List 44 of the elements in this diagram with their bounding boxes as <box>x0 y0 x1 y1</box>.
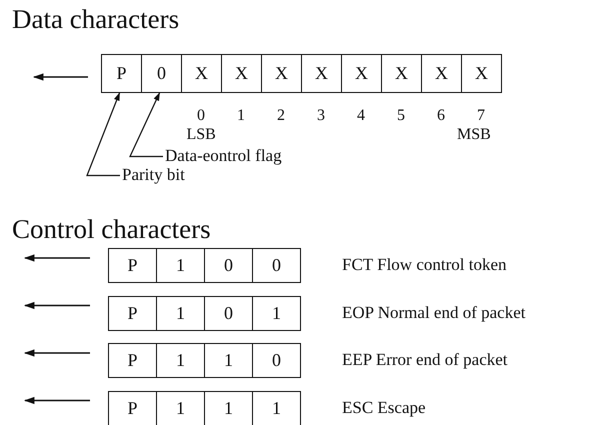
bit-cell: 1 <box>204 343 253 378</box>
bit-cell: 0 <box>141 54 182 93</box>
bit-cell: 0 <box>252 343 301 378</box>
annotation-text: Parity bit <box>122 166 185 183</box>
bit-number: 0 <box>197 108 205 124</box>
annotation-text: Data-eontrol flag <box>165 147 282 164</box>
bit-order-label: LSB <box>186 127 216 143</box>
bit-cell: 0 <box>252 248 301 283</box>
bit-cell: X <box>181 54 222 93</box>
bit-order-label: MSB <box>457 127 491 143</box>
character-description: EEP Error end of packet <box>342 351 508 368</box>
bit-cell: P <box>108 296 157 330</box>
bit-number: 2 <box>277 108 285 124</box>
bit-cell: P <box>101 54 142 93</box>
bit-cell: 0 <box>204 248 253 283</box>
bit-number: 6 <box>437 108 445 124</box>
bit-cell: X <box>381 54 422 93</box>
leader-line <box>86 92 120 176</box>
bit-cell: X <box>341 54 382 93</box>
bit-cell: 1 <box>156 248 205 283</box>
bit-number: 3 <box>317 108 325 124</box>
bit-cell: 1 <box>252 390 301 425</box>
bit-cell: X <box>221 54 262 93</box>
bit-cell: X <box>461 54 502 93</box>
bit-number: 7 <box>477 108 485 124</box>
character-description: FCT Flow control token <box>342 256 506 273</box>
bit-cell: P <box>108 248 157 283</box>
bit-cell: 1 <box>156 296 205 330</box>
bit-cell: X <box>421 54 462 93</box>
bit-number: 5 <box>397 108 405 124</box>
bit-cell: P <box>108 390 157 425</box>
bit-cell: X <box>261 54 302 93</box>
bit-cell: 1 <box>156 343 205 378</box>
bit-cell: 0 <box>204 296 253 330</box>
section-heading: Data characters <box>12 6 180 33</box>
bit-number: 1 <box>237 108 245 124</box>
bit-cell: P <box>108 343 157 378</box>
character-description: ESC Escape <box>342 398 426 416</box>
bit-number: 4 <box>357 108 365 124</box>
leader-line <box>129 92 163 158</box>
bit-cell: 1 <box>252 296 301 330</box>
character-description: EOP Normal end of packet <box>342 304 526 320</box>
section-heading: Control characters <box>12 216 211 243</box>
bit-cell: X <box>301 54 342 93</box>
